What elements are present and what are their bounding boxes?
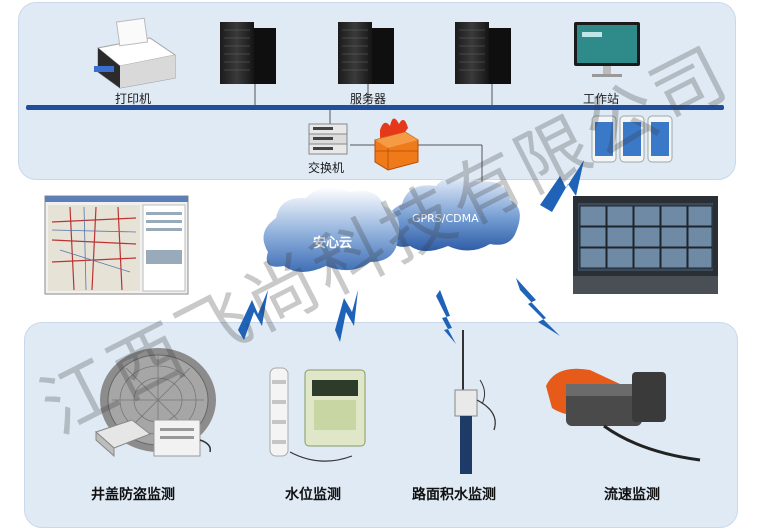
anxinyun-cloud-icon <box>263 187 400 272</box>
video-wall-photo <box>573 196 718 294</box>
flow-velocity-sensor-icon <box>546 368 701 462</box>
road-water-sensor-icon <box>454 330 496 474</box>
gprs-cdma-cloud-icon <box>387 175 520 251</box>
server-rack-icon <box>455 22 511 84</box>
water-level-sensor-icon <box>269 367 366 462</box>
server-label: 服务器 <box>350 92 387 106</box>
workstation-label: 工作站 <box>583 92 620 106</box>
manhole-monitoring-label: 井盖防盗监测 <box>91 487 175 503</box>
server-rack-icon <box>220 22 276 84</box>
network-bus-line <box>26 105 724 110</box>
gprs-cdma-label: GPRS/CDMA <box>412 212 479 225</box>
manhole-cover-icon <box>95 348 216 458</box>
switch-icon <box>308 123 348 155</box>
anxinyun-cloud-label: 安心云 <box>313 236 353 251</box>
mobile-phone-icon <box>591 115 673 163</box>
flow-velocity-monitoring-label: 流速监测 <box>604 487 660 503</box>
workstation-monitor-icon <box>574 22 640 77</box>
road-water-monitoring-label: 路面积水监测 <box>412 487 496 503</box>
printer-label: 打印机 <box>115 92 152 106</box>
printer-icon <box>94 17 177 89</box>
wireless-signal-icon <box>238 160 584 344</box>
switch-label: 交换机 <box>308 161 345 175</box>
water-level-monitoring-label: 水位监测 <box>285 487 341 503</box>
server-rack-icon <box>338 22 394 84</box>
gis-map-screenshot <box>44 195 189 295</box>
firewall-icon <box>374 118 419 171</box>
